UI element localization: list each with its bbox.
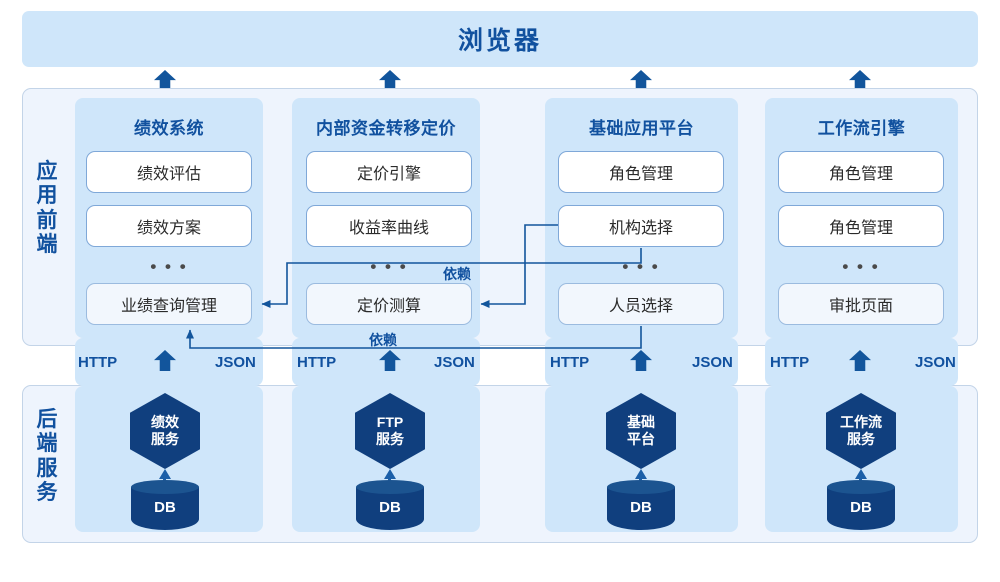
- database-performance-label: DB: [154, 499, 176, 516]
- module-workflow-bottom[interactable]: 审批页面: [778, 283, 944, 325]
- ellipsis-workflow: • • •: [842, 257, 880, 276]
- service-hexagon-performance-text: 绩效服务: [151, 414, 179, 447]
- column-title-ftp: 内部资金转移定价: [316, 119, 456, 138]
- database-platform-body: [607, 487, 675, 530]
- protocol-http-performance: HTTP: [78, 354, 118, 371]
- browser-title: 浏览器: [457, 27, 542, 55]
- browser-layer: 浏览器: [22, 11, 978, 67]
- database-platform-top: [607, 480, 675, 494]
- column-title-platform: 基础应用平台: [589, 119, 694, 138]
- module-ftp-bottom[interactable]: 定价测算: [306, 283, 472, 325]
- protocol-json-ftp: JSON: [434, 354, 475, 371]
- protocol-json-performance: JSON: [215, 354, 256, 371]
- module-ftp-1[interactable]: 收益率曲线: [306, 205, 472, 247]
- column-title-workflow: 工作流引擎: [817, 119, 906, 138]
- protocol-http-workflow: HTTP: [770, 354, 810, 371]
- module-platform-bottom[interactable]: 人员选择: [558, 283, 724, 325]
- database-workflow-top: [827, 480, 895, 494]
- protocol-http-platform: HTTP: [550, 354, 590, 371]
- ellipsis-performance: • • •: [150, 257, 188, 276]
- module-platform-0[interactable]: 角色管理: [558, 151, 724, 193]
- database-ftp-body: [356, 487, 424, 530]
- backend-panel-label: 后端服务: [36, 408, 58, 505]
- ellipsis-platform: • • •: [622, 257, 660, 276]
- database-performance-top: [131, 480, 199, 494]
- module-performance-0[interactable]: 绩效评估: [86, 151, 252, 193]
- dependency-label-top: 依赖: [443, 266, 471, 282]
- module-performance-bottom[interactable]: 业绩查询管理: [86, 283, 252, 325]
- database-performance-body: [131, 487, 199, 530]
- module-workflow-0[interactable]: 角色管理: [778, 151, 944, 193]
- database-performance[interactable]: DB: [131, 480, 199, 530]
- database-ftp-top: [356, 480, 424, 494]
- database-ftp[interactable]: DB: [356, 480, 424, 530]
- dependency-label-bottom: 依赖: [369, 332, 397, 348]
- protocol-json-platform: JSON: [692, 354, 733, 371]
- protocol-http-ftp: HTTP: [297, 354, 337, 371]
- database-workflow-body: [827, 487, 895, 530]
- database-platform[interactable]: DB: [607, 480, 675, 530]
- database-workflow-label: DB: [850, 499, 872, 516]
- database-platform-label: DB: [630, 499, 652, 516]
- service-hexagon-workflow-text: 工作流服务: [840, 414, 882, 447]
- column-title-performance: 绩效系统: [134, 119, 204, 138]
- database-ftp-label: DB: [379, 499, 401, 516]
- protocol-json-workflow: JSON: [915, 354, 956, 371]
- frontend-panel-label: 应用前端: [36, 160, 58, 257]
- module-workflow-1[interactable]: 角色管理: [778, 205, 944, 247]
- module-ftp-0[interactable]: 定价引擎: [306, 151, 472, 193]
- module-platform-1[interactable]: 机构选择: [558, 205, 724, 247]
- service-hexagon-platform-text: 基础平台: [627, 414, 655, 447]
- database-workflow[interactable]: DB: [827, 480, 895, 530]
- module-performance-1[interactable]: 绩效方案: [86, 205, 252, 247]
